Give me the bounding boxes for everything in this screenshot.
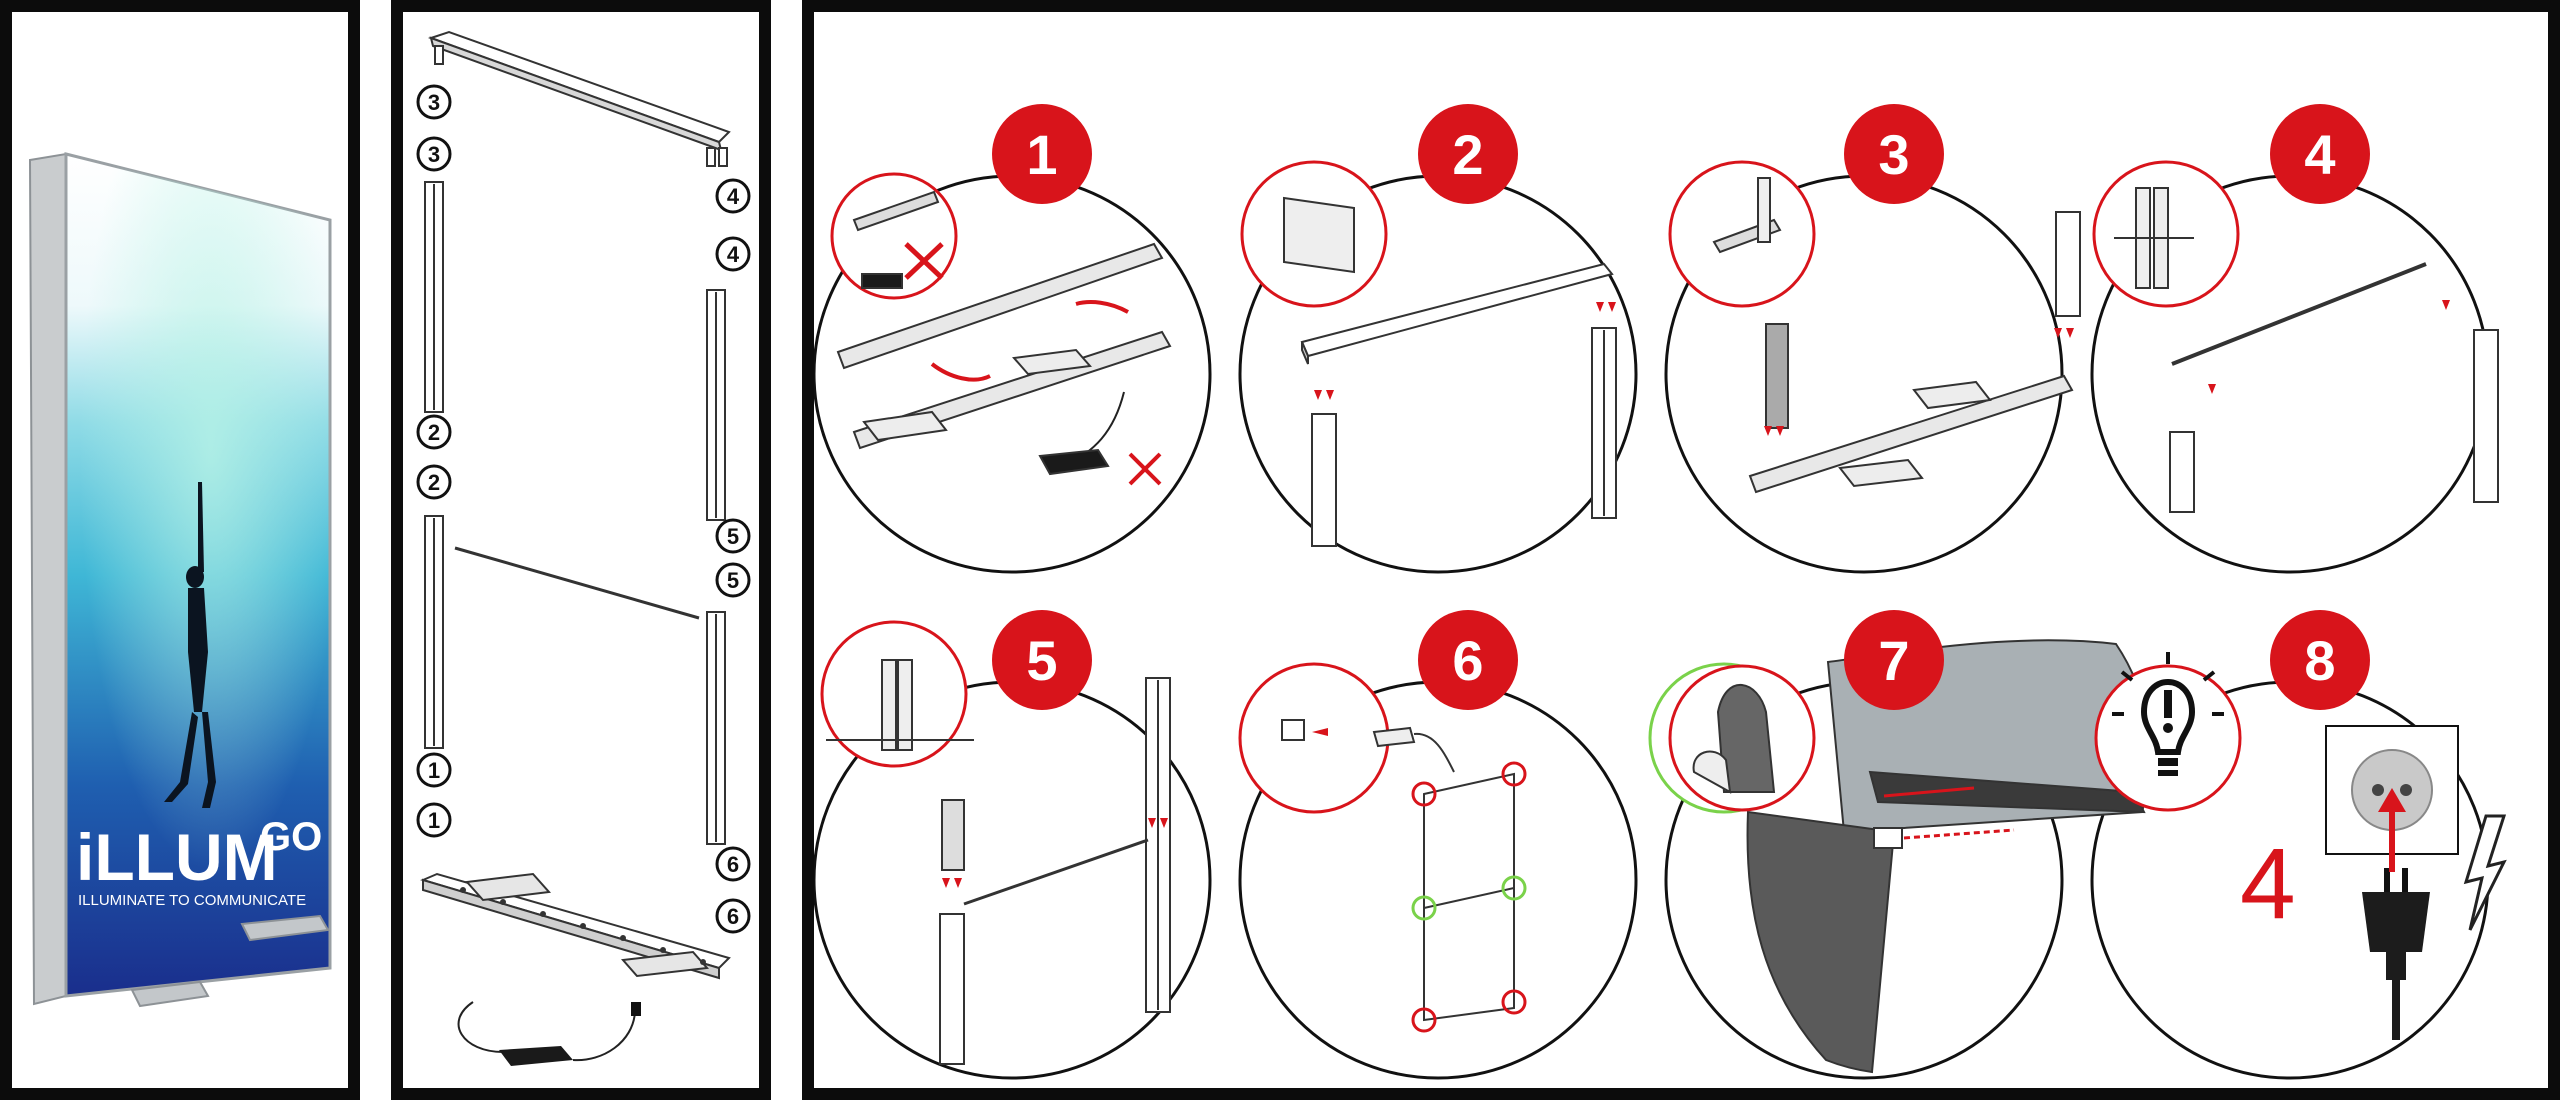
step-8-badge	[2270, 610, 2370, 710]
part-number-left-circle	[416, 414, 452, 450]
parts-panel: 3 3 2 2 1 1 4 4 5 5 6 6	[391, 0, 771, 1100]
part-number-left-circle	[416, 802, 452, 838]
part-number-left: 2	[428, 420, 440, 445]
step-5-illustration	[820, 620, 1171, 1065]
crossbar	[454, 546, 700, 620]
part-number-left: 1	[428, 758, 440, 783]
step-3-upright-right	[2055, 211, 2081, 317]
step-3-badge	[1844, 104, 1944, 204]
part-number-right-circle	[715, 846, 751, 882]
steps-panel: 4 1 2 3 4 5 6 7 8	[802, 0, 2560, 1100]
brand-tagline: ILLUMINATE TO COMMUNICATE	[78, 892, 306, 909]
part-number-left-circle	[416, 464, 452, 500]
assembly-steps: 4 1 2 3 4 5 6 7 8	[814, 104, 2507, 1080]
step-7-badge	[1844, 610, 1944, 710]
power-supply	[457, 1001, 641, 1066]
part-number-left-circle	[416, 752, 452, 788]
brand-logo-suffix: GO	[260, 815, 322, 859]
part-numbers-left: 3 3 2 2 1 1	[416, 84, 452, 838]
diver-image	[164, 482, 216, 808]
foot-1	[464, 872, 552, 902]
step-8-number: 8	[2304, 629, 2335, 692]
foot-2	[620, 950, 710, 978]
step-6-frame	[1423, 772, 1515, 1022]
step-3-number: 3	[1878, 123, 1909, 186]
plug-icon	[2362, 868, 2430, 1040]
part-number-right-circle	[715, 562, 751, 598]
brand-logo-text: iLLUM	[76, 820, 278, 894]
insert-arrow-icon	[2378, 788, 2406, 812]
step-6-badge	[1418, 610, 1518, 710]
lightbulb-icon	[2140, 679, 2196, 755]
part-number-right-circle	[715, 898, 751, 934]
step-1-illustration	[830, 172, 1172, 486]
product-illustration: iLLUM GO ILLUMINATE TO COMMUNICATE	[28, 152, 332, 1008]
part-number-left: 3	[428, 90, 440, 115]
step-2-number: 2	[1452, 123, 1483, 186]
step-1-badge	[992, 104, 1092, 204]
step-2-badge	[1418, 104, 1518, 204]
step-4-badge	[2270, 104, 2370, 204]
part-number-right-circle	[715, 518, 751, 554]
product-panel: iLLUM GO ILLUMINATE TO COMMUNICATE	[0, 0, 360, 1100]
step-5-number: 5	[1026, 629, 1057, 692]
step-2-upright-left	[1311, 413, 1337, 547]
step-8-illustration: 4	[2094, 652, 2507, 1040]
lamp-count: 4	[2240, 828, 2296, 940]
step-4-illustration	[2092, 160, 2499, 513]
step-6-number: 6	[1452, 629, 1483, 692]
parts-illustration: 3 3 2 2 1 1 4 4 5 5 6 6	[416, 30, 751, 1066]
foot-right	[240, 914, 330, 942]
part-number-right: 5	[727, 524, 739, 549]
step-5-upright-left	[939, 913, 965, 1065]
part-numbers-right: 4 4 5 5 6 6	[715, 178, 751, 934]
part-number-left: 2	[428, 470, 440, 495]
step-4-number: 4	[2304, 123, 2335, 186]
part-number-left: 3	[428, 142, 440, 167]
part-number-right: 6	[727, 852, 739, 877]
step-5-badge	[992, 610, 1092, 710]
part-number-right-circle	[715, 178, 751, 214]
frame-side	[28, 152, 67, 1006]
part-number-left: 1	[428, 808, 440, 833]
part-number-right-circle	[715, 236, 751, 272]
part-number-right: 4	[727, 184, 740, 209]
part-number-left-circle	[416, 136, 452, 172]
part-number-right: 5	[727, 568, 739, 593]
foot-left	[130, 980, 210, 1008]
part-number-right: 4	[727, 242, 740, 267]
part-number-right: 6	[727, 904, 739, 929]
top-profile	[427, 30, 731, 144]
step-3-upright-left	[1765, 323, 1789, 429]
step-1-number: 1	[1026, 123, 1057, 186]
lightning-icon	[2463, 814, 2507, 931]
part-number-left-circle	[416, 84, 452, 120]
step-3-illustration	[1668, 160, 2081, 494]
step-7-number: 7	[1878, 629, 1909, 692]
step-2-illustration	[1240, 160, 1617, 547]
step-4-crossbar	[2171, 262, 2427, 366]
